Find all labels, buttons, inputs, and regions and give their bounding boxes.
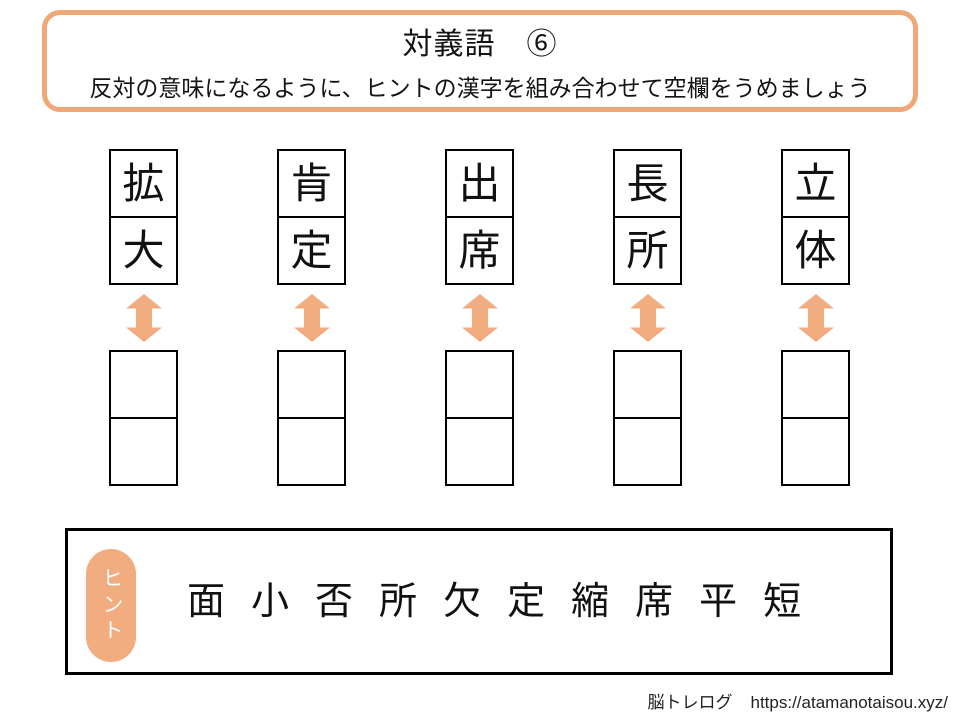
puzzle-columns: 拡 大 肯 定 出 席 (109, 149, 850, 486)
answer-box (277, 350, 346, 486)
instructions-text: 反対の意味になるように、ヒントの漢字を組み合わせて空欄をうめましょう (89, 75, 871, 101)
word-box: 出 席 (445, 149, 514, 285)
answer-cell-bottom (613, 417, 682, 486)
arrow-wrap (461, 285, 498, 350)
answer-cell-top (781, 350, 850, 419)
kanji-cell-top: 拡 (109, 149, 178, 218)
up-down-arrow-icon (293, 293, 330, 342)
kanji-cell-top: 出 (445, 149, 514, 218)
up-down-arrow-icon (125, 293, 162, 342)
kanji-cell-bottom: 大 (109, 216, 178, 285)
hint-character: 定 (507, 580, 546, 623)
arrow-wrap (629, 285, 666, 350)
word-box: 拡 大 (109, 149, 178, 285)
answer-box (613, 350, 682, 486)
hint-character: 平 (699, 580, 738, 623)
puzzle-column: 拡 大 (109, 149, 178, 486)
word-box: 長 所 (613, 149, 682, 285)
page-title: 対義語 ⑥ (402, 28, 558, 61)
word-box: 肯 定 (277, 149, 346, 285)
hint-character: 所 (379, 580, 418, 623)
site-url: https://atamanotaisou.xyz/ (750, 693, 949, 712)
arrow-wrap (797, 285, 834, 350)
arrow-wrap (293, 285, 330, 350)
hint-character: 小 (251, 580, 290, 623)
answer-cell-top (277, 350, 346, 419)
site-name: 脳トレログ (647, 693, 733, 712)
answer-box (109, 350, 178, 486)
puzzle-column: 肯 定 (277, 149, 346, 486)
hint-characters-row: 面小否所欠定縮席平短 (187, 531, 801, 672)
puzzle-column: 長 所 (613, 149, 682, 486)
hint-character: 面 (187, 580, 226, 623)
up-down-arrow-icon (797, 293, 834, 342)
hint-badge: ヒント (86, 549, 136, 662)
answer-cell-bottom (781, 417, 850, 486)
answer-cell-top (109, 350, 178, 419)
kanji-cell-top: 立 (781, 149, 850, 218)
kanji-cell-top: 長 (613, 149, 682, 218)
header-box: 対義語 ⑥ 反対の意味になるように、ヒントの漢字を組み合わせて空欄をうめましょう (42, 10, 918, 112)
answer-cell-bottom (445, 417, 514, 486)
answer-cell-top (445, 350, 514, 419)
answer-box (445, 350, 514, 486)
hint-character: 縮 (571, 580, 610, 623)
answer-cell-bottom (109, 417, 178, 486)
hint-badge-label: ヒント (100, 566, 123, 645)
arrow-wrap (125, 285, 162, 350)
answer-cell-top (613, 350, 682, 419)
answer-cell-bottom (277, 417, 346, 486)
word-box: 立 体 (781, 149, 850, 285)
kanji-cell-bottom: 定 (277, 216, 346, 285)
kanji-cell-bottom: 席 (445, 216, 514, 285)
answer-box (781, 350, 850, 486)
kanji-cell-bottom: 所 (613, 216, 682, 285)
kanji-cell-top: 肯 (277, 149, 346, 218)
hint-character: 欠 (443, 580, 482, 623)
kanji-cell-bottom: 体 (781, 216, 850, 285)
hint-character: 短 (763, 580, 802, 623)
hint-character: 席 (635, 580, 674, 623)
up-down-arrow-icon (629, 293, 666, 342)
hint-box: ヒント 面小否所欠定縮席平短 (65, 528, 893, 675)
up-down-arrow-icon (461, 293, 498, 342)
puzzle-column: 立 体 (781, 149, 850, 486)
footer-credit: 脳トレログ https://atamanotaisou.xyz/ (648, 688, 949, 713)
hint-character: 否 (315, 580, 354, 623)
puzzle-column: 出 席 (445, 149, 514, 486)
